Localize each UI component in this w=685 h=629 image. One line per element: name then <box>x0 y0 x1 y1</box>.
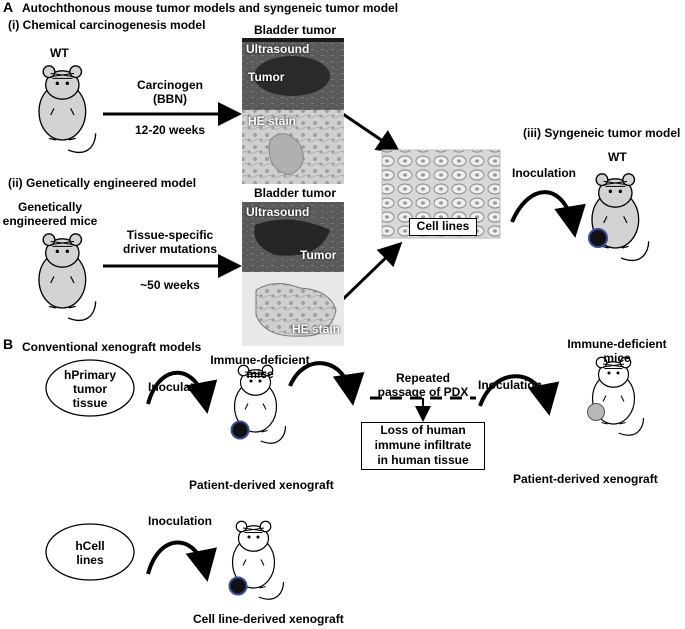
ge-mice-label-2: engineered mice <box>2 214 98 228</box>
bladder-tumor-label-2: Bladder tumor <box>254 186 337 200</box>
panel-b-letter: B <box>3 336 14 352</box>
weeks-ii-label: ~50 weeks <box>140 278 200 292</box>
he-stain-image-1 <box>242 110 344 184</box>
driver-mutations-label-2: driver mutations <box>122 242 218 256</box>
hcell-lines-ellipse <box>45 523 135 581</box>
panel-a-title: Autochthonous mouse tumor models and syn… <box>22 1 399 15</box>
wt-top-label: WT <box>50 46 69 60</box>
bladder-tumor-label-1: Bladder tumor <box>254 23 337 37</box>
model-ii-label: (ii) Genetically engineered model <box>8 176 197 190</box>
hcell-label-1: hCell <box>75 539 105 553</box>
repeated-label: Repeated <box>395 371 451 385</box>
inoculation-label-b1: Inoculation <box>148 380 212 394</box>
carcinogen-bbn-label: (BBN) <box>153 92 187 106</box>
pdx-label-2: Patient-derived xenograft <box>513 472 658 486</box>
panel-b-title: Conventional xenograft models <box>22 340 202 354</box>
tumor-label-2: Tumor <box>300 248 337 262</box>
immune-deficient-mice-label-1: mice <box>246 367 274 381</box>
tumor-label-1: Tumor <box>248 70 285 84</box>
passage-curved-arrow <box>288 361 365 406</box>
hprimary-label-3: tissue <box>72 396 108 410</box>
wt-mouse-icon <box>38 65 97 154</box>
inoculation-curved-arrow-a <box>510 190 586 238</box>
hcell-label-2: lines <box>76 553 104 567</box>
loss-of-immune-box: Loss of human immune infiltrate in human… <box>361 422 485 470</box>
inoculation-label-a: Inoculation <box>512 166 576 180</box>
to-cell-lines-arrow-top <box>339 110 401 154</box>
ultrasound-label-2: Ultrasound <box>246 205 310 219</box>
hprimary-tumor-ellipse <box>45 359 135 417</box>
ultrasound-image-2 <box>242 202 344 272</box>
hprimary-label-1: hPrimary <box>63 368 117 382</box>
cldx-label: Cell line-derived xenograft <box>193 612 344 626</box>
model-iii-label: (iii) Syngeneic tumor model <box>523 126 681 140</box>
he-stain-label-2: HE stain <box>292 322 341 336</box>
engineered-mouse-icon <box>38 233 97 322</box>
he-stain-label-1: HE stain <box>248 114 297 128</box>
loss-label-2: immune infiltrate <box>374 438 472 452</box>
inoculation-label-b2: Inoculation <box>478 378 542 392</box>
inoculation-label-b3: Inoculation <box>148 514 212 528</box>
driver-mutations-label-1: Tissue-specific <box>126 228 214 242</box>
weeks-i-label: 12-20 weeks <box>134 123 206 137</box>
panel-a-letter: A <box>3 0 14 15</box>
loss-label-3: in human tissue <box>377 453 469 467</box>
pdx-mouse-1-icon <box>230 364 287 444</box>
carcinogen-label: Carcinogen <box>136 78 203 92</box>
pdx-label-1: Patient-derived xenograft <box>189 478 334 492</box>
model-i-label: (i) Chemical carcinogenesis model <box>8 18 206 32</box>
hprimary-label-2: tumor <box>73 382 107 396</box>
cell-lines-label: Cell lines <box>409 218 477 236</box>
to-cell-lines-arrow-bottom <box>336 241 403 306</box>
syngeneic-mouse-icon <box>588 173 650 262</box>
pdx-mouse-2-icon <box>587 356 645 436</box>
inoculation-curved-arrow-b3 <box>146 540 217 582</box>
immune-deficient-label-1: Immune-deficient <box>210 353 310 367</box>
wt-right-label: WT <box>608 150 627 164</box>
inoculation-curved-arrow-b2 <box>478 374 560 416</box>
passage-pdx-label: passage of PDX <box>377 385 469 399</box>
ultrasound-label-1: Ultrasound <box>246 42 310 56</box>
inoculation-curved-arrow-b1 <box>146 370 218 414</box>
he-stain-image-2 <box>242 272 344 346</box>
loss-label-1: Loss of human <box>380 423 466 437</box>
immune-deficient-mice-label-2: mice <box>603 351 631 365</box>
immune-deficient-label-2: Immune-deficient <box>567 337 667 351</box>
ultrasound-image-1 <box>242 38 344 110</box>
ge-mice-label-1: Genetically <box>17 200 83 214</box>
cldx-mouse-icon <box>228 520 285 600</box>
